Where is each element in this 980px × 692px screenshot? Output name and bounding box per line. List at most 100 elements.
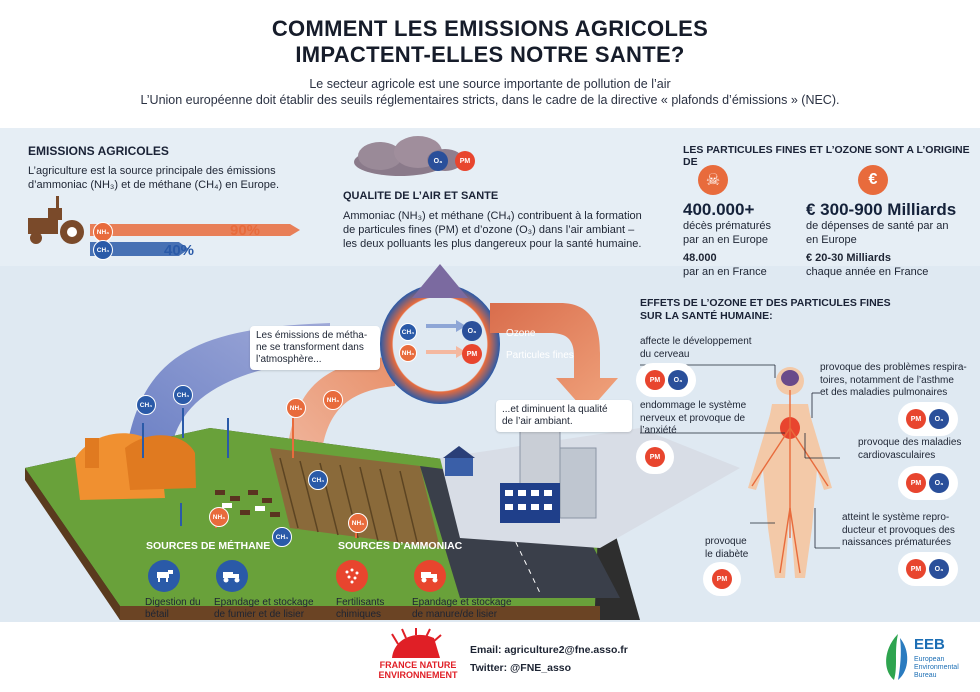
source-manure2-line-2: de manure/de lisier (412, 609, 498, 620)
eeb-line-3: Bureau (914, 672, 937, 679)
source-manure: Epandage et stockage de fumier et de lis… (214, 597, 314, 621)
human-body-icon (748, 367, 832, 578)
title-line-2: IMPACTENT-ELLES NOTRE SANTE? (295, 42, 685, 67)
emissions-text-line-1: L’agriculture est la source principale d… (28, 165, 276, 177)
ch4-gas-1: CH₄ (136, 395, 156, 415)
manure-spreader-icon (216, 560, 248, 592)
effect-nervous-line-3: l’anxiété (640, 425, 677, 436)
source-manure-line-1: Epandage et stockage (214, 597, 314, 608)
tractor-icon (28, 196, 84, 244)
effect-repro-line-2: ducteur et provoques des (842, 524, 955, 536)
eeb-short: EEB (914, 636, 945, 653)
effect-nervous-line-1: endommage le système (640, 400, 747, 411)
ch4-share-bar (90, 242, 189, 256)
nh3-gas-1: NH₃ (286, 398, 306, 418)
quality-bubble: ...et diminuent la qualité de l’air ambi… (496, 400, 632, 432)
effect-nervous: endommage le système nerveux et provoque… (640, 400, 746, 438)
eeb-full: European Environmental Bureau (914, 656, 959, 680)
air-quality-heading: QUALITE DE L’AIR ET SANTE (343, 190, 499, 202)
effect-lungs-line-1: provoque des problèmes respira- (820, 362, 967, 373)
cow-icon (148, 560, 180, 592)
page-subtitle: Le secteur agricole est une source impor… (0, 76, 980, 108)
eeb-leaf-logo-icon (886, 634, 908, 680)
effect-brain-line-1: affecte le développement (640, 336, 752, 347)
fne-line-2: ENVIRONNEMENT (378, 670, 458, 680)
cloud-pm-badge: PM (455, 151, 475, 171)
effect-diabetes-line-2: le diabète (705, 548, 749, 560)
nh3-share-bar (90, 224, 300, 236)
effect-cardio-pm: PM (906, 473, 926, 493)
effect-lungs-o3: O₃ (929, 409, 949, 429)
effect-brain-o3: O₃ (668, 370, 688, 390)
quality-bubble-line-2: de l’air ambiant. (502, 416, 573, 427)
effect-lungs-line-3: et des maladies pulmonaires (820, 387, 948, 398)
skull-icon: ☠ (698, 165, 728, 195)
footer (0, 622, 980, 692)
nh3-gas-3: NH₃ (209, 507, 229, 527)
eeb-line-1: European (914, 656, 945, 663)
effect-diabetes-line-1: provoque (705, 536, 747, 547)
eeb-line-2: Environmental (914, 664, 959, 671)
hedgehog-logo-icon (391, 628, 442, 658)
ch4-percent: 40% (164, 242, 195, 259)
ozone-label: Ozone (506, 328, 536, 339)
effect-repro-line-1: atteint le système repro- (842, 512, 950, 523)
nh3-badge: NH₃ (93, 222, 113, 242)
cost-text: de dépenses de santé par an en Europe (806, 219, 949, 247)
fne-logo-text: FRANCE NATURE ENVIRONNEMENT (378, 660, 458, 680)
effect-brain: affecte le développement du cerveau (640, 336, 752, 361)
source-manure2-line-1: Epandage et stockage (412, 597, 512, 608)
methane-bubble-line-1: Les émissions de métha- (256, 330, 368, 341)
deaths-text: décès prématurés par an en Europe (683, 219, 771, 247)
twitter-link[interactable]: Twitter: @FNE_asso (470, 662, 572, 674)
title-line-1: COMMENT LES EMISSIONS AGRICOLES (271, 16, 709, 41)
effect-diabetes: provoque le diabète (705, 536, 748, 561)
source-fertilizer-line-2: chimiques (336, 609, 382, 620)
effect-nervous-pm: PM (645, 447, 665, 467)
source-livestock-line-2: bétail (145, 609, 169, 620)
effects-heading-line-1: EFFETS DE L’OZONE ET DES PARTICULES FINE… (640, 297, 891, 309)
effect-cardio-o3: O₃ (929, 473, 949, 493)
ring-o3-badge: O₃ (462, 321, 482, 341)
air-quality-line-3: les deux polluants les plus dangereux po… (343, 238, 642, 250)
emissions-text-line-2: d’ammoniac (NH₃) et de méthane (CH₄) en … (28, 179, 280, 191)
cost-value: € 300-900 Milliards (806, 200, 957, 219)
deaths-line-2: par an en Europe (683, 234, 769, 246)
effect-repro-o3: O₃ (929, 559, 949, 579)
emissions-heading: EMISSIONS AGRICOLES (28, 144, 169, 158)
effect-lungs-pm: PM (906, 409, 926, 429)
methane-bubble-line-2: ne se transforment dans (256, 342, 364, 353)
effect-cardio-line-1: provoque des maladies (858, 437, 962, 448)
euro-icon: € (858, 165, 888, 195)
ring-nh3-badge: NH₃ (399, 344, 417, 362)
cost-line-1: de dépenses de santé par an (806, 220, 949, 232)
nh3-percent: 90% (230, 222, 261, 239)
deaths-fr-text: par an en France (683, 266, 767, 278)
effect-cardio: provoque des maladies cardiovasculaires (858, 437, 961, 462)
subtitle-line-2: L’Union européenne doit établir des seui… (140, 93, 840, 107)
source-livestock-line-1: Digestion du (145, 597, 201, 608)
cost-fr-text: chaque année en France (806, 266, 929, 278)
quality-bubble-line-1: ...et diminuent la qualité (502, 404, 608, 415)
manure-tractor-icon (414, 560, 446, 592)
cost-fr-value: € 20-30 Milliards (806, 252, 891, 264)
ammonia-sources-label: SOURCES D’AMMONIAC (338, 540, 463, 552)
email-link[interactable]: Email: agriculture2@fne.asso.fr (470, 644, 628, 656)
fertilizer-icon (336, 560, 368, 592)
effect-nervous-line-2: nerveux et provoque de (640, 412, 746, 424)
subtitle-line-1: Le secteur agricole est une source impor… (309, 77, 671, 91)
effect-lungs-line-2: toires, notamment de l’asthme (820, 374, 954, 386)
pm-label: Particules fines (506, 350, 574, 361)
source-manure-2: Epandage et stockage de manure/de lisier (412, 597, 512, 621)
deaths-value: 400.000+ (683, 200, 755, 219)
origin-heading: LES PARTICULES FINES ET L’OZONE SONT A L… (683, 144, 970, 168)
air-quality-line-2: de particules fines (PM) et d’ozone (O₃)… (343, 224, 635, 236)
page-title: COMMENT LES EMISSIONS AGRICOLES IMPACTEN… (0, 16, 980, 68)
ch4-gas-3: CH₄ (308, 470, 328, 490)
ch4-gas-4: CH₄ (272, 527, 292, 547)
source-manure-line-2: de fumier et de lisier (214, 609, 305, 620)
effect-diabetes-pm: PM (712, 569, 732, 589)
effects-heading: EFFETS DE L’OZONE ET DES PARTICULES FINE… (640, 297, 891, 323)
emissions-text: L’agriculture est la source principale d… (28, 164, 279, 192)
effect-repro: atteint le système repro- ducteur et pro… (842, 512, 955, 550)
